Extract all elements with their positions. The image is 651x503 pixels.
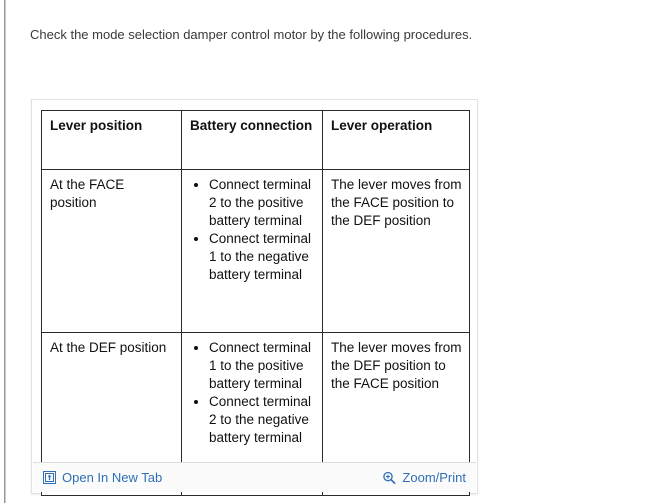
lever-operation-text: The lever moves from the FACE position t… xyxy=(331,177,462,228)
intro-paragraph: Check the mode selection damper control … xyxy=(30,27,473,42)
left-panel-edge xyxy=(4,0,5,503)
table-header-row: Lever position Battery connection Lever … xyxy=(41,110,470,170)
magnifier-plus-icon xyxy=(382,471,396,485)
cell-lever-operation: The lever moves from the FACE position t… xyxy=(322,169,470,333)
figure-action-bar: Open In New Tab Zoom/Print xyxy=(33,462,476,492)
table-row: At the FACE position Connect terminal 2 … xyxy=(41,169,470,333)
lever-position-text: At the FACE position xyxy=(50,177,125,210)
zoom-print-label: Zoom/Print xyxy=(402,469,466,485)
zoom-print-button[interactable]: Zoom/Print xyxy=(382,470,466,486)
battery-connection-list: Connect terminal 1 to the positive batte… xyxy=(190,339,315,447)
list-item: Connect terminal 1 to the positive batte… xyxy=(209,339,315,393)
lever-operation-text: The lever moves from the DEF position to… xyxy=(331,340,462,391)
procedure-table: Lever position Battery connection Lever … xyxy=(41,110,470,496)
external-link-icon xyxy=(42,471,56,485)
battery-connection-list: Connect terminal 2 to the positive batte… xyxy=(190,176,315,284)
figure-body: Lever position Battery connection Lever … xyxy=(41,110,470,496)
column-header-lever-operation: Lever operation xyxy=(322,110,470,170)
list-item: Connect terminal 2 to the positive batte… xyxy=(209,176,315,230)
lever-position-text: At the DEF position xyxy=(50,340,167,355)
column-header-battery-connection: Battery connection xyxy=(181,110,323,170)
cell-lever-position: At the FACE position xyxy=(41,169,182,333)
open-in-new-tab-button[interactable]: Open In New Tab xyxy=(42,470,162,486)
list-item: Connect terminal 1 to the negative batte… xyxy=(209,230,315,284)
column-header-lever-position: Lever position xyxy=(41,110,182,170)
list-item: Connect terminal 2 to the negative batte… xyxy=(209,393,315,447)
left-panel-edge-highlight xyxy=(5,0,6,503)
figure-container: Lever position Battery connection Lever … xyxy=(31,99,478,496)
open-in-new-tab-label: Open In New Tab xyxy=(62,469,163,485)
cell-battery-connection: Connect terminal 2 to the positive batte… xyxy=(181,169,323,333)
